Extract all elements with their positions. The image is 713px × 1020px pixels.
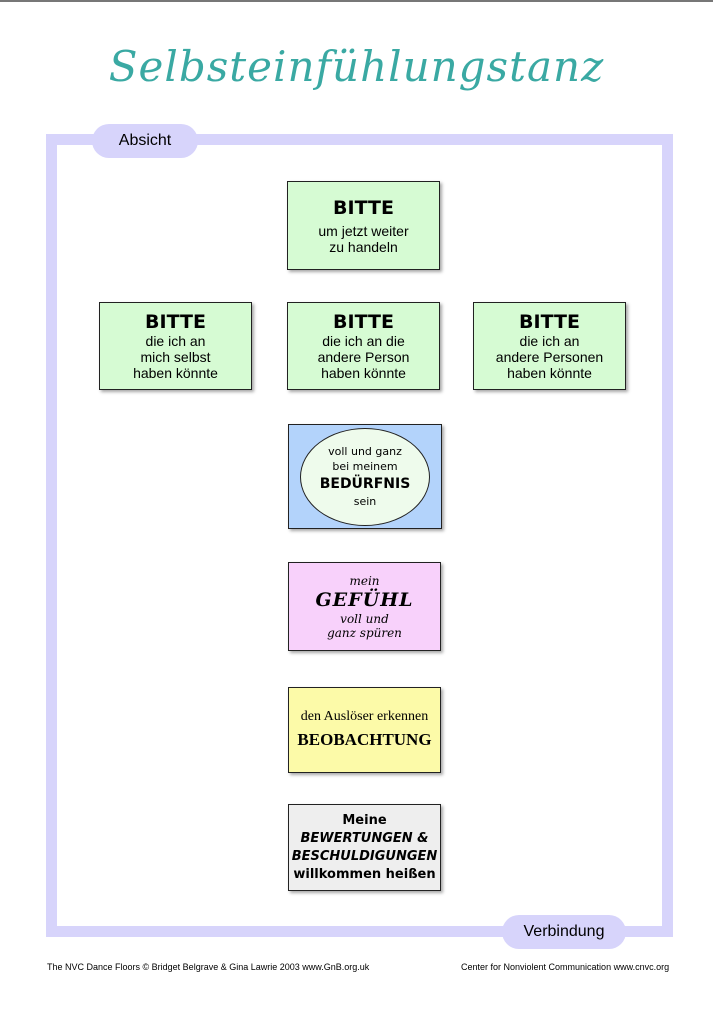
request-text-line: um jetzt weiter <box>318 222 409 239</box>
top-rule <box>0 0 713 2</box>
request-box-self: BITTE die ich an mich selbst haben könnt… <box>99 302 252 390</box>
request-box-other-persons: BITTE die ich an andere Personen haben k… <box>473 302 626 390</box>
request-text-line: die ich an <box>519 333 580 349</box>
page-title: Selbsteinfühlungstanz <box>108 42 605 91</box>
request-text-line: haben könnte <box>507 365 592 381</box>
need-text-line: bei meinem <box>332 460 398 473</box>
need-text-line: voll und ganz <box>328 445 402 458</box>
connection-label: Verbindung <box>502 915 626 949</box>
feeling-heading: GEFÜHL <box>315 588 414 611</box>
request-text-line: haben könnte <box>133 365 218 381</box>
feeling-box: mein GEFÜHL voll und ganz spüren <box>288 562 441 651</box>
need-box: voll und ganz bei meinem BEDÜRFNIS sein <box>288 424 442 529</box>
judgments-text-line: willkommen heißen <box>293 866 436 882</box>
request-text-line: haben könnte <box>321 365 406 381</box>
request-text-line: andere Personen <box>495 349 604 365</box>
footer-organization: Center for Nonviolent Communication www.… <box>461 962 670 972</box>
request-text-line: die ich an die <box>322 333 405 349</box>
request-text-line: mich selbst <box>140 349 211 365</box>
request-text-line: zu handeln <box>329 238 398 255</box>
judgments-heading: BESCHULDIGUNGEN <box>291 848 438 864</box>
request-text-line: andere Person <box>317 349 410 365</box>
judgments-heading: BEWERTUNGEN & <box>300 830 429 846</box>
need-text-line: sein <box>353 495 377 508</box>
judgments-text-line: Meine <box>342 812 387 828</box>
request-heading: BITTE <box>333 311 394 333</box>
request-text-line: die ich an <box>145 333 206 349</box>
feeling-text-line: voll und <box>340 611 389 626</box>
need-ellipse: voll und ganz bei meinem BEDÜRFNIS sein <box>300 427 430 526</box>
observation-text-line: den Auslöser erkennen <box>300 709 429 724</box>
footer-credits: The NVC Dance Floors © Bridget Belgrave … <box>47 962 370 972</box>
judgments-box: Meine BEWERTUNGEN & BESCHULDIGUNGEN will… <box>288 804 441 891</box>
observation-heading: BEOBACHTUNG <box>297 730 432 749</box>
diagram-frame <box>46 134 673 937</box>
request-heading: BITTE <box>519 311 580 333</box>
feeling-text-line: mein <box>349 573 380 588</box>
intention-label: Absicht <box>92 124 198 158</box>
request-box-act-now: BITTE um jetzt weiter zu handeln <box>287 181 440 270</box>
request-heading: BITTE <box>333 196 394 219</box>
need-heading: BEDÜRFNIS <box>319 476 411 492</box>
request-heading: BITTE <box>145 311 206 333</box>
feeling-text-line: ganz spüren <box>327 625 402 640</box>
request-box-other-person: BITTE die ich an die andere Person haben… <box>287 302 440 390</box>
observation-box: den Auslöser erkennen BEOBACHTUNG <box>288 687 441 773</box>
